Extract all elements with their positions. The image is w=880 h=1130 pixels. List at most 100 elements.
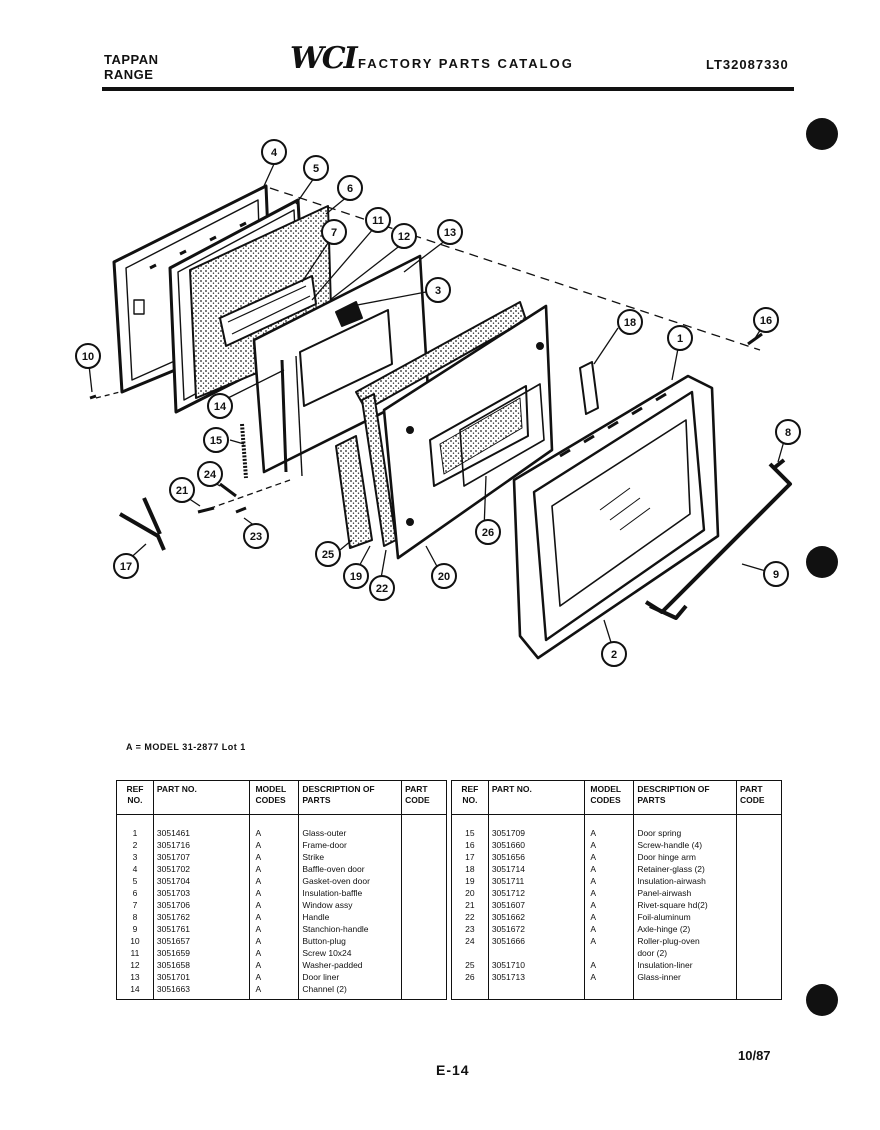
callout-23: 23 [243, 523, 269, 549]
ref-left-cell: 5 [116, 875, 154, 887]
ref-left-cell: 7 [116, 899, 154, 911]
ref-right-cell: 19 [450, 875, 489, 887]
binder-hole-icon [806, 118, 838, 150]
callout-3: 3 [425, 277, 451, 303]
ref-left-cell: 8 [116, 911, 154, 923]
callout-20: 20 [431, 563, 457, 589]
desc-left-cell: Button-plug [298, 935, 403, 947]
header-desc-left: DESCRIPTION OF PARTS [298, 780, 403, 815]
callout-label: 17 [120, 561, 132, 573]
model-left-cell: A [249, 983, 300, 1000]
desc-right-cell [633, 983, 738, 1000]
model-left-cell: A [249, 899, 300, 911]
desc-left-cell: Door liner [298, 971, 403, 983]
desc-left-cell: Stanchion-handle [298, 923, 403, 935]
callout-1: 1 [667, 325, 693, 351]
desc-left-cell: Strike [298, 851, 403, 863]
callout-circle [197, 461, 223, 487]
callout-label: 19 [350, 571, 362, 583]
desc-right-cell: Screw-handle (4) [633, 839, 738, 851]
model-left-cell: A [249, 935, 300, 947]
model-note: A = MODEL 31-2877 Lot 1 [126, 742, 246, 752]
part-left-cell: 3051461 [152, 814, 251, 839]
code-right-cell [736, 839, 782, 851]
code-right-cell [736, 983, 782, 1000]
code-right-cell [736, 935, 782, 947]
ref-right-cell [450, 983, 489, 1000]
part-right-cell: 3051666 [487, 935, 586, 947]
callout-circle [369, 575, 395, 601]
header-part-right: PART NO. [487, 780, 586, 815]
part-left-cell: 3051701 [152, 971, 251, 983]
callout-label: 7 [331, 227, 337, 239]
desc-right-cell: Axle-hinge (2) [633, 923, 738, 935]
part-right-cell: 3051672 [487, 923, 586, 935]
desc-right-cell: Insulation-liner [633, 959, 738, 971]
part-right-cell [487, 947, 586, 959]
brand-label: TAPPAN RANGE [104, 52, 159, 82]
brand-line-1: TAPPAN [104, 52, 159, 67]
model-left-cell: A [249, 839, 300, 851]
model-left-cell: A [249, 851, 300, 863]
model-right-cell: A [584, 863, 635, 875]
part-left-cell: 3051658 [152, 959, 251, 971]
code-left-cell [401, 814, 447, 839]
code-left-cell [401, 983, 447, 1000]
callout-12: 12 [391, 223, 417, 249]
code-left-cell [401, 851, 447, 863]
code-right-cell [736, 814, 782, 839]
callout-circle [437, 219, 463, 245]
model-left-cell: A [249, 923, 300, 935]
callout-24: 24 [197, 461, 223, 487]
callout-circle [75, 343, 101, 369]
callout-label: 18 [624, 317, 636, 329]
part-left-cell: 3051761 [152, 923, 251, 935]
callout-circle [321, 219, 347, 245]
binder-hole-icon [806, 546, 838, 578]
ref-right-cell: 24 [450, 935, 489, 947]
callout-label: 23 [250, 531, 262, 543]
ref-right-cell: 25 [450, 959, 489, 971]
callout-13: 13 [437, 219, 463, 245]
revision-date: 10/87 [738, 1048, 771, 1063]
callout-label: 10 [82, 351, 94, 363]
callout-label: 25 [322, 549, 334, 561]
part-right-cell: 3051607 [487, 899, 586, 911]
model-right-cell: A [584, 935, 635, 947]
callout-circle [203, 427, 229, 453]
callout-circle [343, 563, 369, 589]
code-left-cell [401, 959, 447, 971]
model-left-cell: A [249, 959, 300, 971]
desc-right-cell: Panel-airwash [633, 887, 738, 899]
model-left-cell: A [249, 875, 300, 887]
code-right-cell [736, 851, 782, 863]
model-right-cell: A [584, 887, 635, 899]
ref-right-cell: 17 [450, 851, 489, 863]
part-left-cell: 3051663 [152, 983, 251, 1000]
model-left-cell: A [249, 911, 300, 923]
code-left-cell [401, 971, 447, 983]
part-right-cell: 3051713 [487, 971, 586, 983]
callout-circle [763, 561, 789, 587]
ref-right-cell: 22 [450, 911, 489, 923]
model-right-cell: A [584, 851, 635, 863]
header-rule [102, 87, 794, 91]
desc-right-cell: Door hinge arm [633, 851, 738, 863]
part-left-cell: 3051707 [152, 851, 251, 863]
callout-16: 16 [753, 307, 779, 333]
ref-right-cell: 26 [450, 971, 489, 983]
callout-label: 4 [271, 147, 278, 159]
model-right-cell: A [584, 875, 635, 887]
code-right-cell [736, 899, 782, 911]
callout-2: 2 [601, 641, 627, 667]
ref-right-cell: 15 [450, 814, 489, 839]
callout-label: 3 [435, 285, 441, 297]
callout-circle [753, 307, 779, 333]
part-right-cell: 3051660 [487, 839, 586, 851]
parts-table: REF NO. PART NO. MODEL CODES DESCRIPTION… [116, 780, 782, 1000]
callout-21: 21 [169, 477, 195, 503]
desc-left-cell: Window assy [298, 899, 403, 911]
